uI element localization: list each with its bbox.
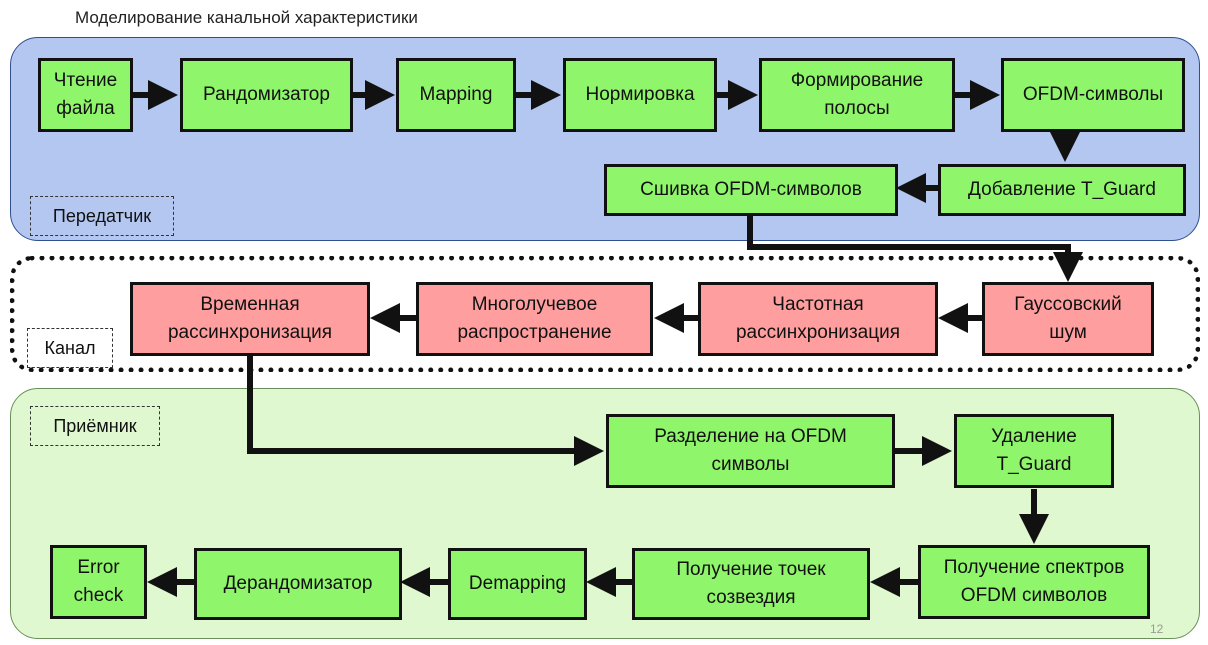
error-check-block: Error check xyxy=(50,545,147,619)
constellation-points-block: Получение точек созвездия xyxy=(632,548,870,620)
ofdm-symbols-block: OFDM-символы xyxy=(1001,58,1185,132)
arrow-stitch-to-noise xyxy=(747,212,1083,282)
add-tguard-block: Добавление T_Guard xyxy=(938,164,1186,216)
receiver-label: Приёмник xyxy=(30,406,160,446)
normalization-block: Нормировка xyxy=(563,58,717,132)
derandomizer-block: Дерандомизатор xyxy=(194,548,402,620)
randomizer-block: Рандомизатор xyxy=(180,58,353,132)
band-forming-block: Формирование полосы xyxy=(759,58,955,132)
arrow-time-to-split xyxy=(247,354,604,466)
get-spectra-block: Получение спектров OFDM символов xyxy=(918,545,1150,619)
page-number: 12 xyxy=(1150,622,1164,636)
transmitter-label: Передатчик xyxy=(30,196,174,236)
remove-tguard-block: Удаление T_Guard xyxy=(954,414,1114,488)
page-title: Моделирование канальной характеристики xyxy=(75,8,418,27)
freq-desync-block: Частотная рассинхронизация xyxy=(698,282,938,356)
split-ofdm-block: Разделение на OFDM символы xyxy=(606,414,895,488)
multipath-block: Многолучевое распространение xyxy=(416,282,653,356)
read-file-block: Чтение файла xyxy=(38,58,133,132)
time-desync-block: Временная рассинхронизация xyxy=(130,282,370,356)
gaussian-noise-block: Гауссовский шум xyxy=(982,282,1154,356)
mapping-block: Mapping xyxy=(396,58,516,132)
stitch-ofdm-block: Сшивка OFDM-символов xyxy=(604,164,898,216)
demapping-block: Demapping xyxy=(448,548,587,620)
channel-label: Канал xyxy=(27,328,113,368)
